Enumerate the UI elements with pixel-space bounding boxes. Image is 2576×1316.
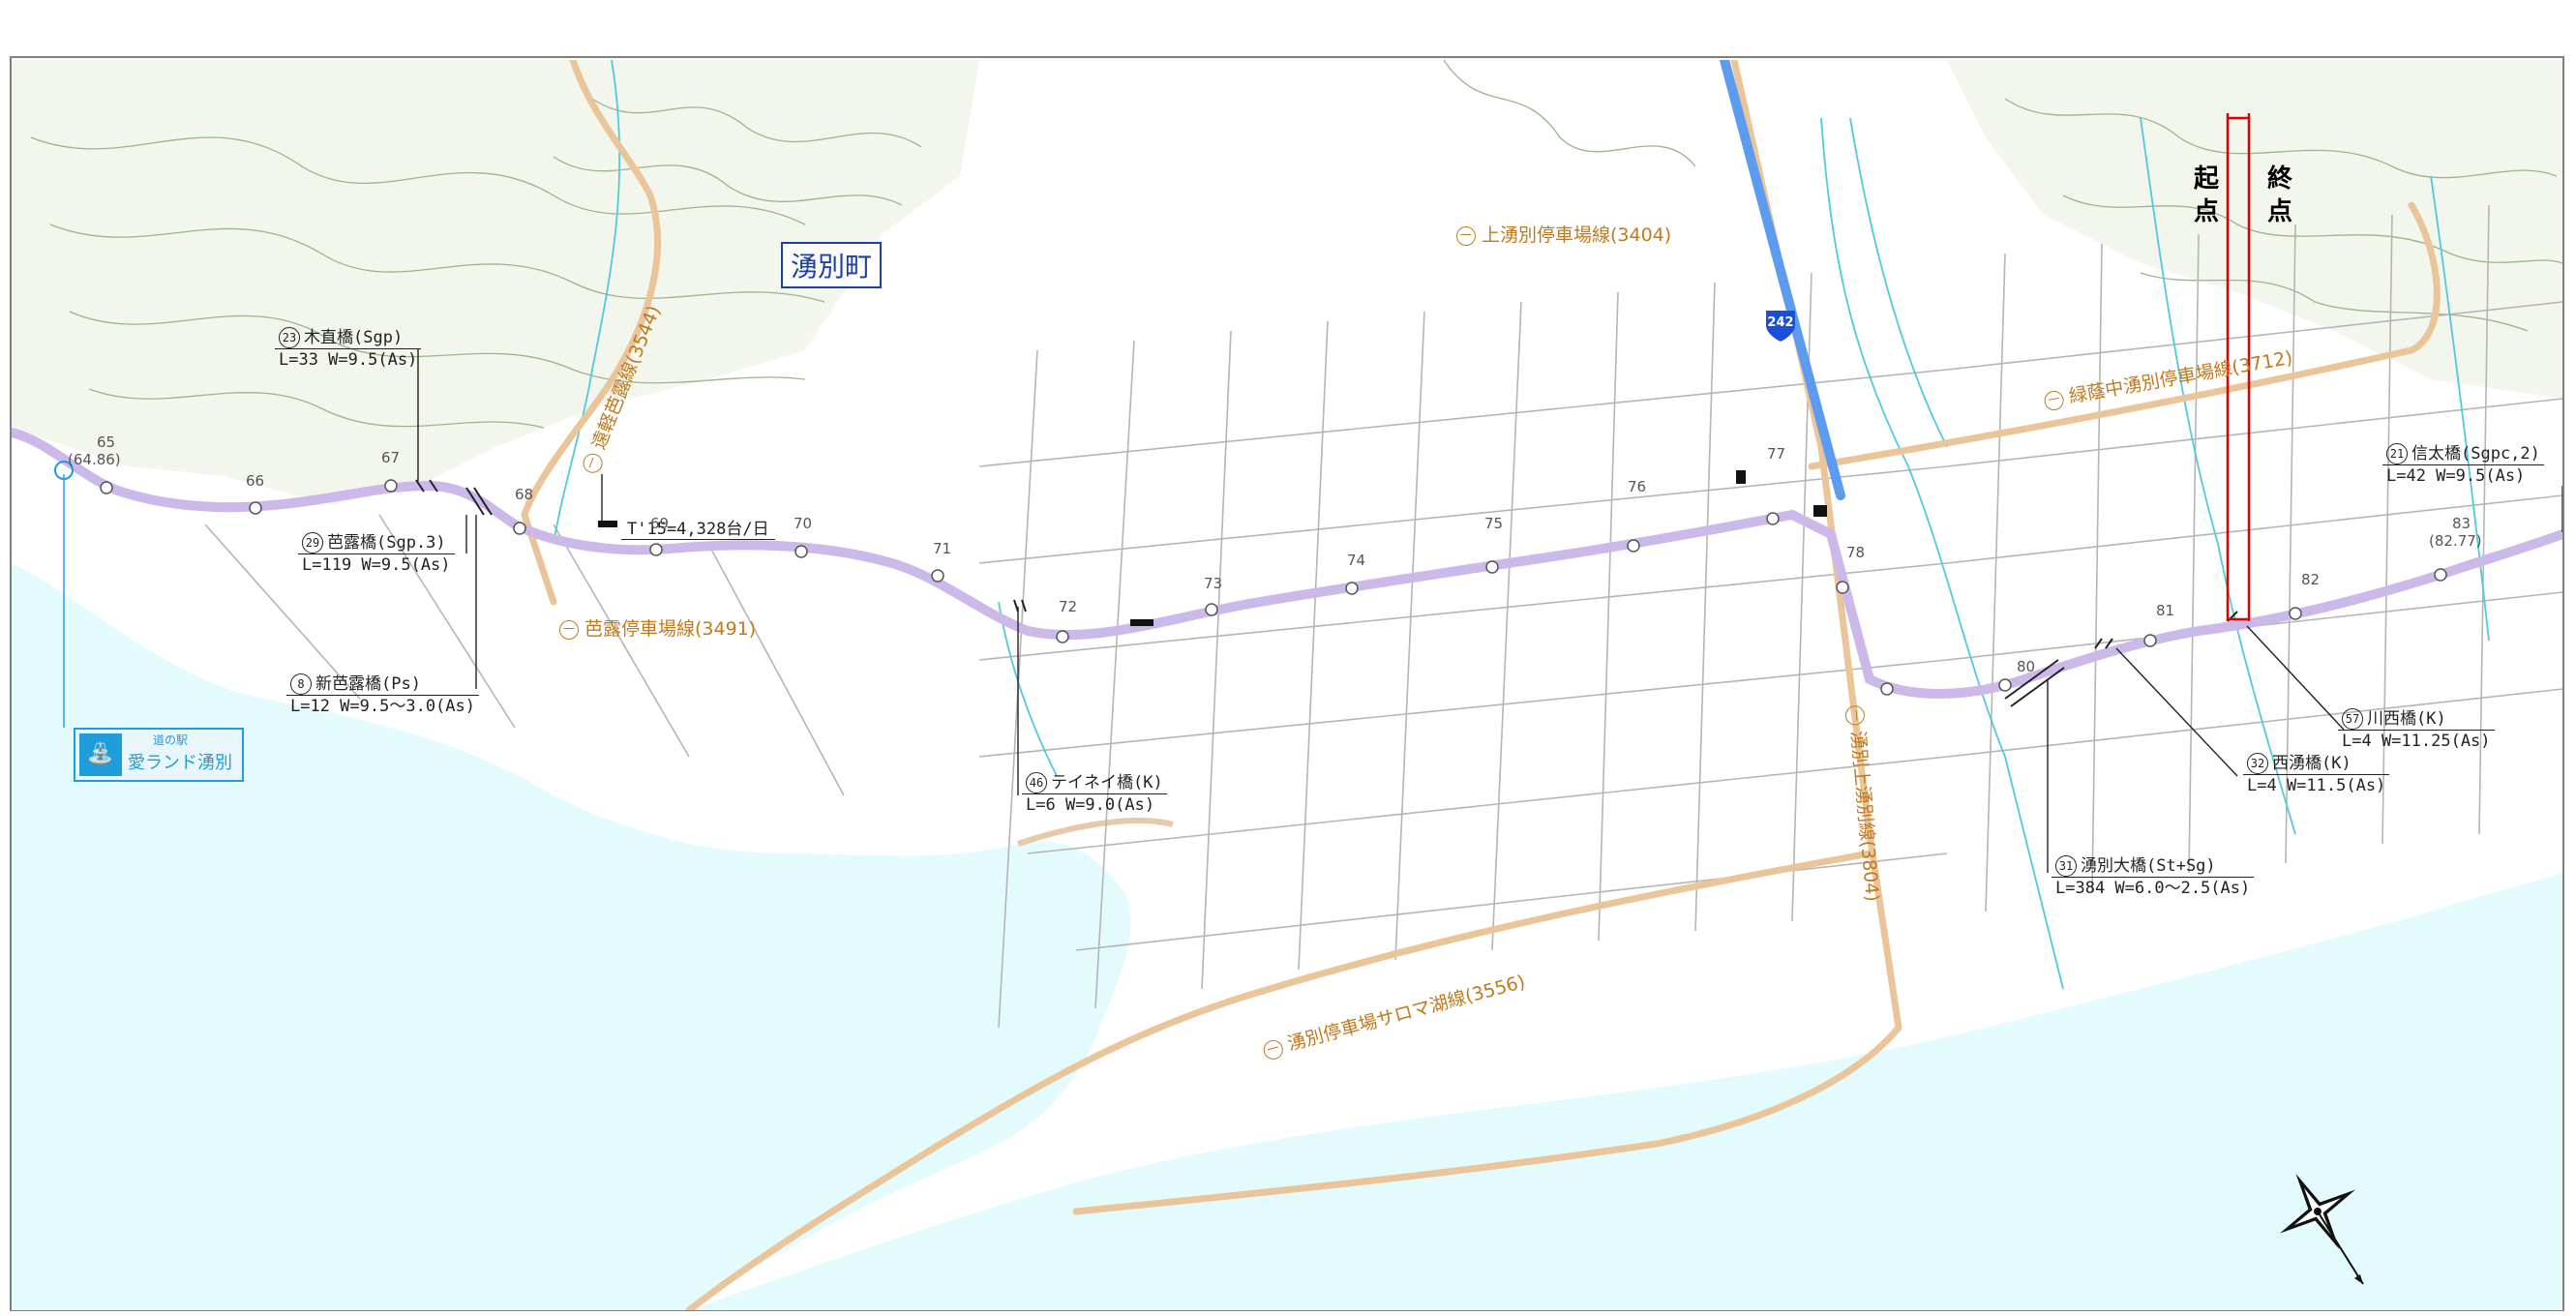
start-label-char-2: 点 bbox=[2193, 197, 2219, 226]
bridge-dims: L=4 W=11.5(As) bbox=[2243, 774, 2390, 796]
traffic-volume-label: T'15=4,328台/日 bbox=[621, 515, 775, 540]
km-post-label: 75 bbox=[1484, 515, 1504, 532]
road-ryokuyo bbox=[1808, 201, 2441, 470]
km-post-label: 69 bbox=[650, 515, 670, 532]
bridge-dims: L=33 W=9.5(As) bbox=[275, 348, 422, 371]
km-post-label: 73 bbox=[1204, 575, 1223, 592]
sand-spit bbox=[1017, 818, 1174, 847]
km-post-markers bbox=[100, 479, 2447, 696]
map-canvas: 湧別町 起 点 終 点 242 T'15=4,328台/日 ⛲ 道の駅 愛ランド… bbox=[12, 60, 2562, 1310]
bridge-dims: L=42 W=9.5(As) bbox=[2382, 464, 2544, 487]
km-post-label: 80 bbox=[2017, 658, 2036, 675]
header-bar bbox=[10, 10, 2564, 58]
bridge-dims: L=12 W=9.5～3.0(As) bbox=[286, 695, 479, 717]
end-label-char-1: 終 bbox=[2266, 164, 2292, 194]
bridge-name: 西湧橋(K) bbox=[2272, 754, 2351, 773]
km-post-label: 65 bbox=[97, 434, 116, 451]
grid-roads bbox=[204, 204, 2562, 1029]
km-post-label: 70 bbox=[794, 515, 813, 532]
road-coastal bbox=[1072, 1024, 1902, 1215]
km-post-label: 68 bbox=[515, 486, 534, 503]
bridge-number: 32 bbox=[2247, 753, 2268, 774]
dash-circle-icon: 一 bbox=[1456, 225, 1476, 246]
road-label-kami-yubetsu: 一上湧別停車場線(3404) bbox=[1456, 221, 1671, 247]
km-post-label: 74 bbox=[1347, 552, 1366, 569]
bridge-number: 23 bbox=[279, 327, 300, 348]
dash-circle-icon: 一 bbox=[2042, 388, 2066, 412]
contour-lines bbox=[30, 60, 2562, 429]
national-route-242 bbox=[1720, 60, 1845, 500]
roadside-station-small-label: 道の駅 bbox=[153, 733, 189, 747]
road-label-bashiro: 一芭露停車場線(3491) bbox=[559, 614, 756, 641]
end-label-char-2: 点 bbox=[2266, 197, 2292, 226]
bridge-dims: L=384 W=6.0～2.5(As) bbox=[2052, 877, 2255, 899]
bridge-name: 信太橋(Sgpc,2) bbox=[2411, 444, 2540, 464]
km-post-label: (82.77) bbox=[2429, 532, 2482, 550]
roadside-station-marker bbox=[54, 461, 74, 480]
bridge-name: テイネイ橋(K) bbox=[1051, 773, 1163, 793]
leader-lines bbox=[63, 348, 2562, 873]
start-point-label: 起 点 bbox=[2193, 163, 2220, 228]
route-shield-number: 242 bbox=[1767, 315, 1794, 330]
road-yubetsu-saroma bbox=[685, 850, 1873, 1310]
main-route bbox=[12, 428, 2562, 699]
km-post-label: 81 bbox=[2156, 602, 2175, 619]
bridge-number: 21 bbox=[2386, 443, 2408, 464]
km-post-label: 77 bbox=[1767, 445, 1786, 463]
km-post-label: 78 bbox=[1846, 544, 1866, 561]
start-end-marker bbox=[2226, 113, 2251, 621]
km-post-label: 82 bbox=[2301, 571, 2321, 588]
bridge-number: 31 bbox=[2055, 855, 2077, 877]
km-post-label: 76 bbox=[1628, 478, 1647, 495]
km-post-label: 71 bbox=[933, 540, 952, 557]
bridge-dims: L=6 W=9.0(As) bbox=[1022, 793, 1167, 816]
bridge-number: 29 bbox=[302, 532, 323, 553]
road-engaru-bashiro bbox=[521, 60, 661, 519]
bridge-number: 8 bbox=[290, 673, 312, 695]
bridge-name: 川西橋(K) bbox=[2367, 709, 2446, 729]
bridge-name: 新芭露橋(Ps) bbox=[315, 674, 421, 694]
roadside-station-name: 愛ランド湧別 bbox=[128, 753, 232, 773]
building-marks bbox=[598, 470, 1827, 626]
road-label-text: 上湧別停車場線(3404) bbox=[1482, 224, 1672, 246]
sea-lagoon bbox=[12, 563, 1131, 1310]
bridge-dims: L=119 W=9.5(As) bbox=[298, 553, 455, 576]
dash-circle-icon: 一 bbox=[1844, 704, 1867, 727]
km-post-label: (64.86) bbox=[68, 451, 121, 468]
roadside-station-box[interactable]: ⛲ 道の駅 愛ランド湧別 bbox=[74, 728, 244, 782]
town-name-label: 湧別町 bbox=[781, 242, 883, 288]
dash-circle-icon: 一 bbox=[559, 619, 579, 640]
bridge-number: 46 bbox=[1026, 772, 1047, 793]
bridge-name: 湧別大橋(St+Sg) bbox=[2081, 856, 2216, 876]
route-242-shield-icon: 242 bbox=[1763, 308, 1798, 344]
km-post-label: 72 bbox=[1059, 598, 1078, 615]
road-label-text: 芭露停車場線(3491) bbox=[584, 618, 757, 640]
bridge-marks bbox=[415, 479, 2238, 707]
km-post-label: 83 bbox=[2452, 515, 2471, 532]
km-post-label: 66 bbox=[246, 472, 265, 490]
roadside-station-icon: ⛲ bbox=[79, 733, 122, 776]
dash-circle-icon: 一 bbox=[1261, 1037, 1285, 1062]
bridge-number: 57 bbox=[2342, 708, 2363, 730]
bridge-name: 木直橋(Sgp) bbox=[304, 328, 404, 347]
end-point-label: 終 点 bbox=[2266, 163, 2293, 228]
bridge-name: 芭露橋(Sgp.3) bbox=[327, 533, 446, 553]
map-base bbox=[12, 60, 2562, 1310]
hill-area bbox=[12, 60, 979, 505]
bridge-dims: L=4 W=11.25(As) bbox=[2338, 730, 2495, 752]
hill-area-east bbox=[1947, 60, 2562, 399]
km-post-label: 67 bbox=[381, 449, 401, 466]
start-label-char-1: 起 bbox=[2193, 164, 2219, 194]
